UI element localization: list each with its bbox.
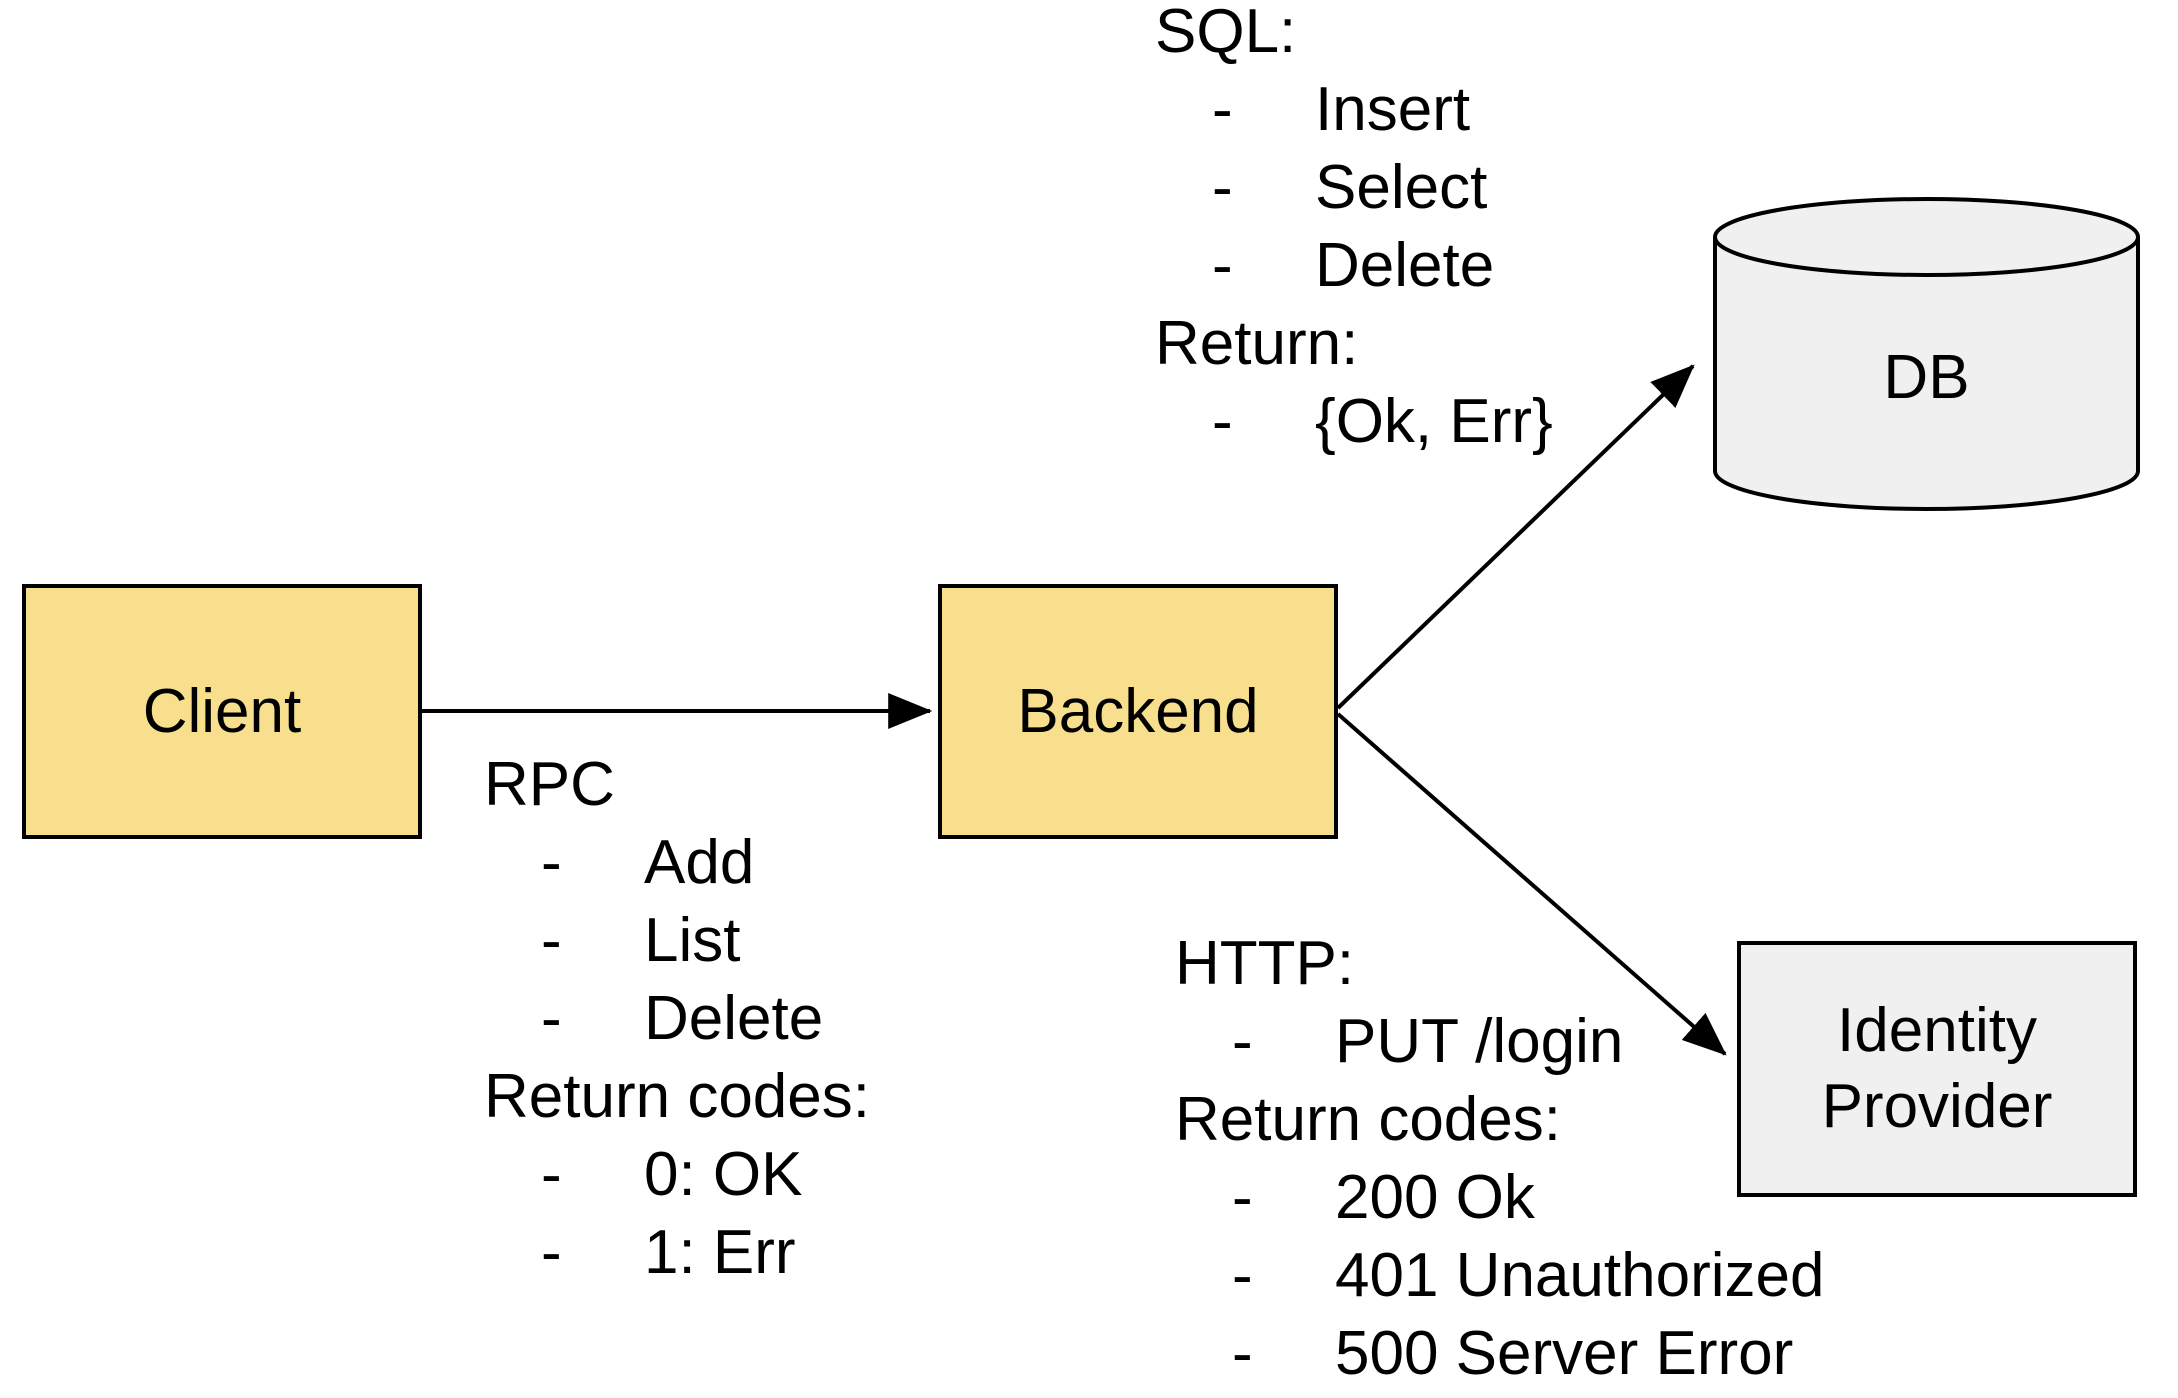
label-line: - Insert [1155, 71, 1553, 149]
bullet-text: Delete [644, 984, 824, 1053]
label-line: - List [484, 902, 870, 980]
bullet-text: Insert [1315, 75, 1471, 144]
node-client-label: Client [142, 676, 302, 746]
bullet-dash: - [1212, 231, 1233, 300]
node-backend-label: Backend [1017, 676, 1259, 746]
bullet-dash: - [1212, 387, 1233, 456]
edge-backend-to-identity-provider-arrow [1336, 712, 1727, 1056]
bullet-dash: - [541, 1218, 562, 1287]
label-line: - Delete [484, 980, 870, 1058]
bullet-dash: - [541, 1140, 562, 1209]
node-identity-provider: Identity Provider [1737, 941, 2137, 1197]
node-backend: Backend [938, 584, 1338, 839]
label-line: SQL: [1155, 0, 1297, 66]
bullet-dash: - [541, 984, 562, 1053]
bullet-text: 500 Server Error [1335, 1319, 1794, 1388]
bullet-dash: - [1232, 1163, 1253, 1232]
label-line: Return codes: [1175, 1085, 1561, 1154]
bullet-dash: - [1212, 75, 1233, 144]
label-line: - 401 Unauthorized [1175, 1237, 1824, 1315]
bullet-dash: - [1232, 1319, 1253, 1388]
bullet-dash: - [541, 828, 562, 897]
bullet-dash: - [1232, 1007, 1253, 1076]
bullet-text: {Ok, Err} [1315, 387, 1553, 456]
node-identity-provider-label: Identity Provider [1821, 996, 2053, 1141]
bullet-text: List [644, 906, 741, 975]
bullet-text: 0: OK [644, 1140, 803, 1209]
label-line: - 500 Server Error [1175, 1315, 1824, 1393]
bullet-text: Delete [1315, 231, 1495, 300]
label-line: - 0: OK [484, 1136, 870, 1214]
node-db: DB [1713, 195, 2140, 513]
bullet-text: PUT /login [1335, 1007, 1624, 1076]
bullet-text: 200 Ok [1335, 1163, 1535, 1232]
node-client: Client [22, 584, 422, 839]
bullet-dash: - [1232, 1241, 1253, 1310]
bullet-text: 401 Unauthorized [1335, 1241, 1825, 1310]
label-line: - 1: Err [484, 1214, 870, 1292]
label-line: HTTP: [1175, 929, 1355, 998]
label-line: - {Ok, Err} [1155, 383, 1553, 461]
bullet-text: 1: Err [644, 1218, 796, 1287]
label-line: - PUT /login [1175, 1003, 1824, 1081]
db-cylinder-shape [1713, 197, 2140, 511]
bullet-dash: - [541, 906, 562, 975]
bullet-text: Add [644, 828, 755, 897]
label-line: - Add [484, 824, 870, 902]
bullet-dash: - [1212, 153, 1233, 222]
label-line: Return: [1155, 309, 1359, 378]
node-db-label: DB [1883, 342, 1970, 412]
label-line: Return codes: [484, 1062, 870, 1131]
label-line: - Delete [1155, 227, 1553, 305]
label-line: - 200 Ok [1175, 1159, 1824, 1237]
bullet-text: Select [1315, 153, 1488, 222]
label-line: - Select [1155, 149, 1553, 227]
label-line: RPC [484, 750, 615, 819]
edge-backend-to-db-arrow [1336, 364, 1695, 710]
